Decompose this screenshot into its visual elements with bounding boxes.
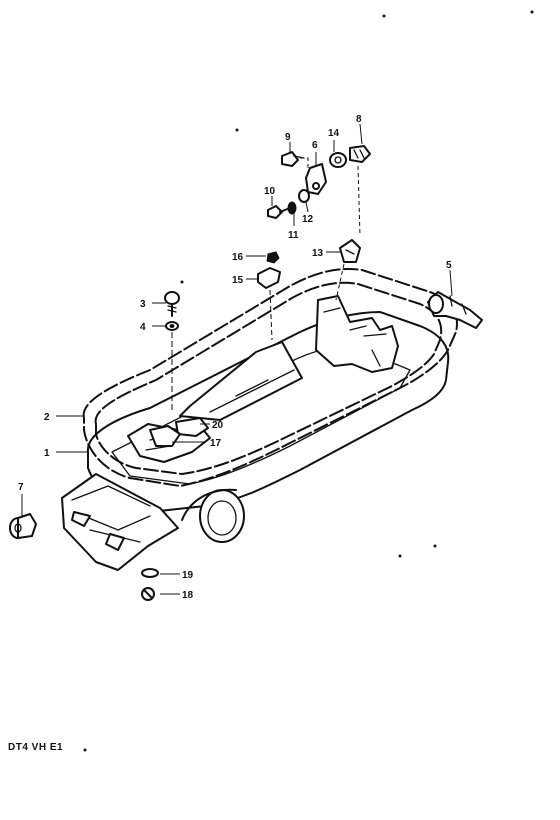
callout-12: 12: [302, 214, 314, 225]
callout-19: 19: [182, 570, 194, 581]
bolt-part-10: [267, 205, 291, 219]
bracket-part-6: [305, 163, 327, 195]
scan-specks: [83, 10, 534, 752]
latch-part-5: [427, 291, 483, 329]
callout-6: 6: [312, 140, 318, 151]
nut-part-16: [266, 251, 280, 264]
callout-7: 7: [18, 482, 24, 493]
callout-1: 1: [44, 448, 50, 459]
washer-part-11: [287, 201, 297, 215]
screw-part-3: [164, 291, 180, 317]
callout-5: 5: [446, 260, 452, 271]
callout-14: 14: [328, 128, 340, 139]
bolt-part-9: [281, 151, 305, 167]
callout-16: 16: [232, 252, 244, 263]
callout-20: 20: [212, 420, 224, 431]
callout-8: 8: [356, 114, 362, 125]
callout-13: 13: [312, 248, 324, 259]
bolt-part-8: [349, 145, 371, 163]
washer-part-12: [298, 189, 310, 203]
callout-4: 4: [140, 322, 146, 333]
seal-ring-part-2: [82, 268, 458, 487]
plate-part-17: [149, 425, 181, 447]
washer-part-4: [165, 321, 179, 331]
callout-10: 10: [264, 186, 276, 197]
bracket-part-13: [339, 239, 361, 263]
bolt-part-18: [141, 587, 155, 601]
washer-part-19: [141, 568, 159, 578]
grommet-part-7: [9, 513, 37, 539]
callout-17: 17: [210, 438, 222, 449]
callout-3: 3: [140, 299, 146, 310]
callout-11: 11: [288, 230, 299, 241]
callout-2: 2: [44, 412, 50, 423]
collar-part-14: [329, 152, 347, 168]
callout-labels: 1 2 3 4 5 6 7 8 9 10 11 12 13 14 15 16 1…: [18, 114, 452, 601]
lower-cover-part-1: [61, 295, 450, 571]
pad-part-15: [257, 267, 281, 289]
callout-18: 18: [182, 590, 194, 601]
callout-15: 15: [232, 275, 244, 286]
callout-9: 9: [285, 132, 291, 143]
callout-leaders: [21, 123, 453, 595]
diagram-caption: DT4 VH E1: [8, 742, 64, 753]
